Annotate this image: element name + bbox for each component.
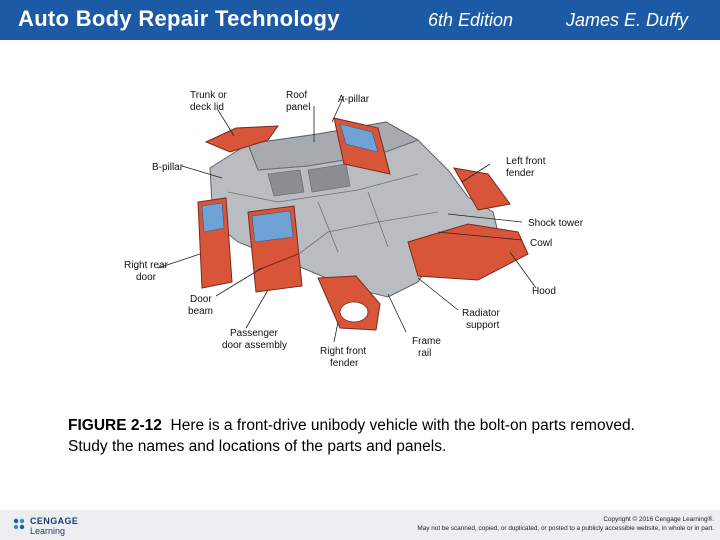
leader-lines <box>157 95 537 343</box>
rear-door-glass <box>201 202 225 233</box>
label-hood: Hood <box>532 286 556 297</box>
logo-line-2: Learning <box>30 526 66 536</box>
cengage-logo: CENGAGE Learning <box>12 514 82 536</box>
side-window-2 <box>307 163 351 193</box>
edition: 6th Edition <box>428 10 514 30</box>
label-shock-tower: Shock tower <box>528 218 584 229</box>
copyright-notice: Copyright © 2016 Cengage Learning®. May … <box>417 515 714 533</box>
trunk-lid <box>204 125 280 153</box>
front-door-glass <box>251 210 294 243</box>
label-bpillar: B-pillar <box>152 162 184 173</box>
label-cowl: Cowl <box>530 238 552 249</box>
left-door-glass <box>339 123 379 153</box>
book-title: Auto Body Repair Technology <box>18 6 340 31</box>
footer-bar: CENGAGE Learning Copyright © 2016 Cengag… <box>0 510 720 540</box>
label-apillar: A-pillar <box>338 94 370 105</box>
copyright-line-1: Copyright © 2016 Cengage Learning®. <box>603 516 714 523</box>
copyright-line-2: May not be scanned, copied, or duplicate… <box>417 525 714 532</box>
side-window <box>267 169 305 197</box>
figure-caption: FIGURE 2-12 Here is a front-drive unibod… <box>68 415 668 457</box>
door-beam-line <box>257 253 299 271</box>
cengage-logo-icon <box>13 518 25 530</box>
figure-number: FIGURE 2-12 <box>68 417 162 434</box>
wheel-opening <box>339 301 369 323</box>
author: James E. Duffy <box>566 10 689 30</box>
caption-text: Here is a front-drive unibody vehicle wi… <box>68 417 635 455</box>
header-banner: Auto Body Repair Technology 6th Edition … <box>0 0 720 40</box>
logo-line-1: CENGAGE <box>30 516 79 526</box>
